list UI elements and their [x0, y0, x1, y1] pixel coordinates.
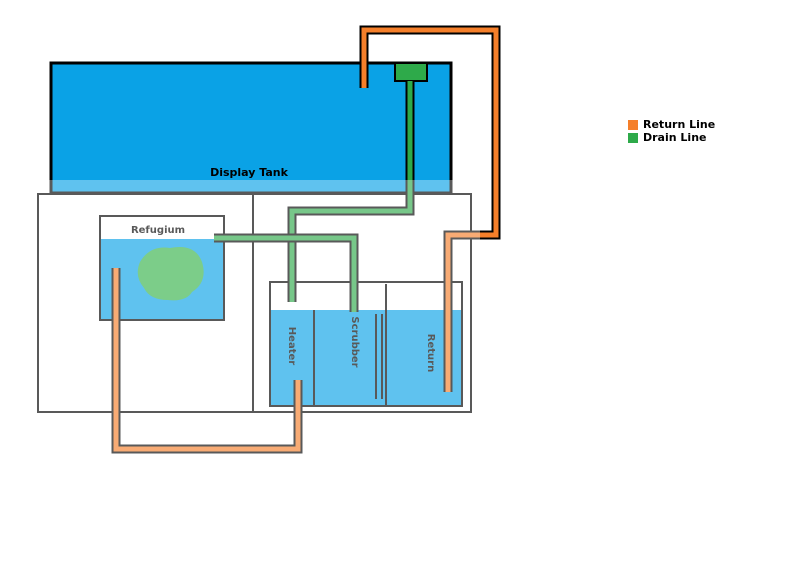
- legend-item-return-line: Return Line: [628, 118, 715, 131]
- stand-right: [252, 193, 472, 413]
- overflow-box: [394, 62, 428, 82]
- legend-swatch-return: [628, 119, 638, 130]
- heater-label: Heater: [286, 327, 297, 365]
- legend: Return Line Drain Line: [628, 118, 715, 144]
- return-label: Return: [425, 334, 436, 372]
- legend-item-drain-line: Drain Line: [628, 131, 715, 144]
- refugium-algae: [137, 246, 204, 301]
- sump-water: [271, 310, 461, 405]
- refugium-label: Refugium: [131, 225, 185, 236]
- display-tank: [49, 61, 453, 195]
- display-tank-label: Display Tank: [210, 166, 289, 179]
- legend-label-return: Return Line: [643, 118, 716, 131]
- legend-swatch-drain: [628, 132, 638, 143]
- scrubber-label: Scrubber: [349, 316, 360, 367]
- watermark-overlay: [30, 180, 480, 460]
- legend-label-drain: Drain Line: [643, 131, 707, 144]
